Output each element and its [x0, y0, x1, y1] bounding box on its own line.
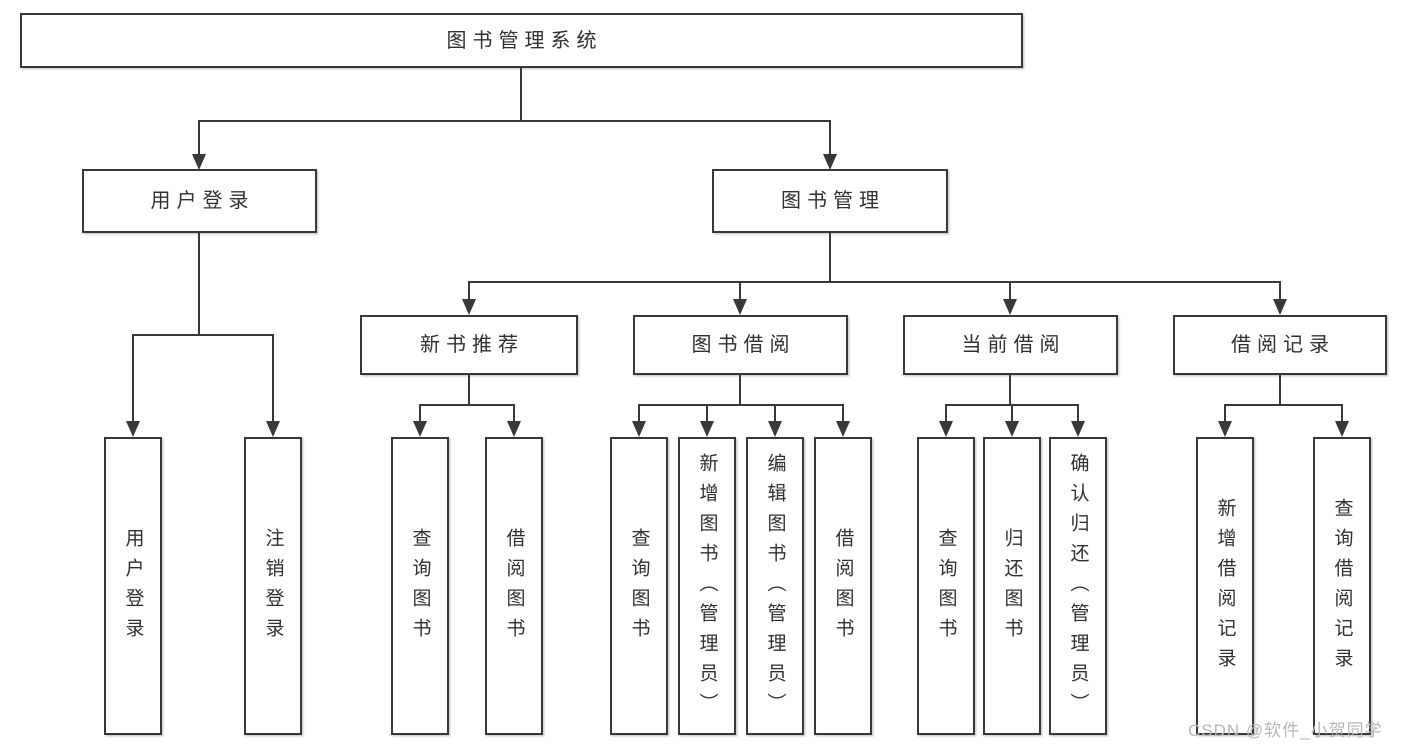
- leaf-current-return-book: 归还图书: [983, 437, 1041, 735]
- connector-arrow-stem: [513, 405, 515, 423]
- node-book-management: 图书管理: [712, 169, 948, 233]
- leaf-current-query-book-label: 查询图书: [935, 528, 957, 648]
- connector-arrow-stem: [1341, 405, 1343, 423]
- connector-vline: [468, 375, 470, 406]
- watermark: CSDN @软件_小贺同学: [1188, 721, 1383, 740]
- arrow-down-icon: [768, 421, 782, 437]
- arrow-down-icon: [1335, 421, 1349, 437]
- connector-hline: [1224, 404, 1343, 406]
- leaf-current-confirm-return: 确认归还（管理员）: [1049, 437, 1107, 735]
- node-borrowing-records: 借阅记录: [1173, 315, 1387, 375]
- arrow-down-icon: [126, 421, 140, 437]
- leaf-records-query-record: 查询借阅记录: [1313, 437, 1371, 735]
- connector-arrow-stem: [1279, 282, 1281, 301]
- arrow-down-icon: [1218, 421, 1232, 437]
- connector-vline: [1279, 375, 1281, 406]
- connector-vline: [829, 233, 831, 283]
- arrow-down-icon: [507, 421, 521, 437]
- connector-arrow-stem: [638, 405, 640, 423]
- node-library-system-label: 图书管理系统: [446, 29, 603, 52]
- leaf-borrowing-add-book-label: 新增图书（管理员）: [696, 453, 718, 723]
- connector-arrow-stem: [468, 282, 470, 301]
- arrow-down-icon: [939, 421, 953, 437]
- connector-arrow-stem: [198, 121, 200, 156]
- connector-arrow-stem: [829, 121, 831, 156]
- connector-vline: [520, 68, 522, 122]
- node-new-book-recommend: 新书推荐: [360, 315, 578, 375]
- arrow-down-icon: [192, 154, 206, 170]
- connector-arrow-stem: [419, 405, 421, 423]
- leaf-records-add-record-label: 新增借阅记录: [1214, 498, 1236, 678]
- leaf-logout: 注销登录: [244, 437, 302, 735]
- connector-arrow-stem: [1077, 405, 1079, 423]
- connector-hline: [419, 404, 515, 406]
- node-new-book-recommend-label: 新书推荐: [420, 334, 524, 356]
- arrow-down-icon: [266, 421, 280, 437]
- leaf-user-login-label: 用户登录: [122, 528, 144, 648]
- node-book-borrowing: 图书借阅: [633, 315, 848, 375]
- node-user-login: 用户登录: [82, 169, 317, 233]
- connector-arrow-stem: [1009, 282, 1011, 301]
- arrow-down-icon: [1003, 299, 1017, 315]
- leaf-records-query-record-label: 查询借阅记录: [1331, 498, 1353, 678]
- leaf-borrowing-borrow-book-label: 借阅图书: [832, 528, 854, 648]
- leaf-borrowing-edit-book-label: 编辑图书（管理员）: [764, 453, 786, 723]
- node-library-system: 图书管理系统: [20, 13, 1023, 68]
- connector-arrow-stem: [1011, 405, 1013, 423]
- leaf-recommend-borrow-book-label: 借阅图书: [503, 528, 525, 648]
- connector-vline: [1009, 375, 1011, 406]
- connector-vline: [739, 375, 741, 406]
- connector-hline: [198, 120, 831, 122]
- arrow-down-icon: [413, 421, 427, 437]
- node-current-borrowing: 当前借阅: [903, 315, 1118, 375]
- arrow-down-icon: [462, 299, 476, 315]
- leaf-borrowing-query-book-label: 查询图书: [628, 528, 650, 648]
- arrow-down-icon: [632, 421, 646, 437]
- connector-arrow-stem: [842, 405, 844, 423]
- arrow-down-icon: [836, 421, 850, 437]
- leaf-current-return-book-label: 归还图书: [1001, 528, 1023, 648]
- connector-arrow-stem: [774, 405, 776, 423]
- connector-arrow-stem: [272, 335, 274, 423]
- leaf-borrowing-query-book: 查询图书: [610, 437, 668, 735]
- connector-hline: [638, 404, 844, 406]
- connector-arrow-stem: [739, 282, 741, 301]
- arrow-down-icon: [1071, 421, 1085, 437]
- leaf-recommend-query-book-label: 查询图书: [409, 528, 431, 648]
- leaf-recommend-borrow-book: 借阅图书: [485, 437, 543, 735]
- arrow-down-icon: [700, 421, 714, 437]
- leaf-logout-label: 注销登录: [262, 528, 284, 648]
- leaf-user-login: 用户登录: [104, 437, 162, 735]
- connector-hline: [132, 334, 274, 336]
- leaf-borrowing-borrow-book: 借阅图书: [814, 437, 872, 735]
- connector-hline: [468, 281, 1281, 283]
- arrow-down-icon: [1005, 421, 1019, 437]
- node-book-management-label: 图书管理: [781, 190, 885, 212]
- node-user-login-label: 用户登录: [150, 190, 255, 212]
- connector-arrow-stem: [132, 335, 134, 423]
- connector-arrow-stem: [1224, 405, 1226, 423]
- connector-vline: [198, 233, 200, 336]
- arrow-down-icon: [823, 154, 837, 170]
- node-borrowing-records-label: 借阅记录: [1231, 334, 1335, 356]
- leaf-current-confirm-return-label: 确认归还（管理员）: [1067, 453, 1089, 723]
- arrow-down-icon: [733, 299, 747, 315]
- leaf-records-add-record: 新增借阅记录: [1196, 437, 1254, 735]
- node-book-borrowing-label: 图书借阅: [691, 334, 796, 356]
- leaf-current-query-book: 查询图书: [917, 437, 975, 735]
- leaf-recommend-query-book: 查询图书: [391, 437, 449, 735]
- node-current-borrowing-label: 当前借阅: [961, 334, 1066, 356]
- connector-arrow-stem: [945, 405, 947, 423]
- arrow-down-icon: [1273, 299, 1287, 315]
- connector-arrow-stem: [706, 405, 708, 423]
- leaf-borrowing-add-book: 新增图书（管理员）: [678, 437, 736, 735]
- leaf-borrowing-edit-book: 编辑图书（管理员）: [746, 437, 804, 735]
